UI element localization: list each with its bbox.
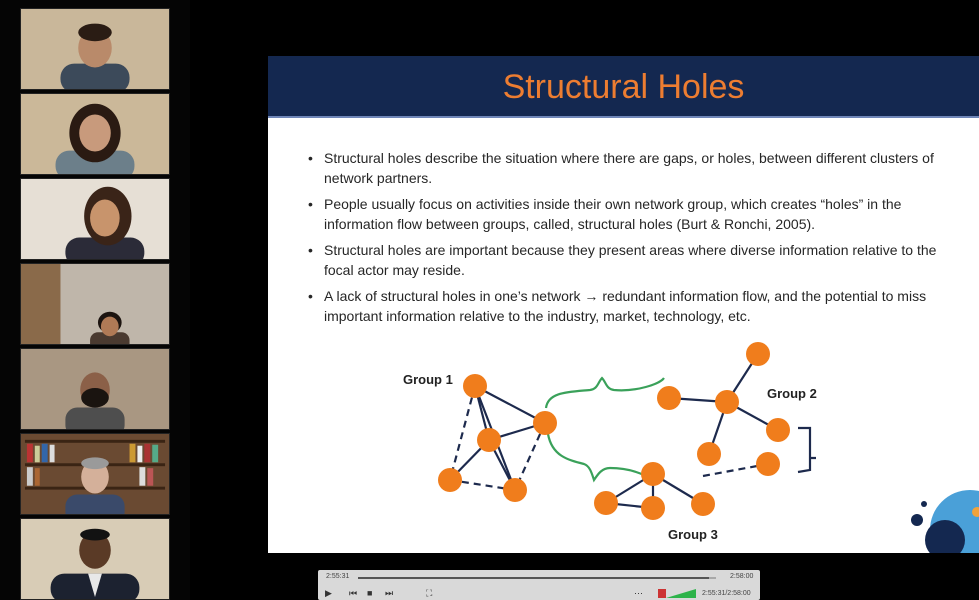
volume-icon — [658, 589, 666, 598]
participant-video-1 — [21, 9, 169, 89]
participant-tile-4[interactable] — [20, 263, 170, 345]
network-diagram: Group 1 Group 2 Group 3 — [403, 342, 979, 553]
node — [594, 491, 618, 515]
decorative-circles — [911, 490, 979, 553]
seek-fill — [358, 577, 709, 579]
node — [477, 428, 501, 452]
stop-button[interactable]: ■ — [367, 588, 373, 598]
node — [533, 411, 557, 435]
participant-video-6 — [21, 434, 169, 514]
node — [438, 468, 462, 492]
slide-title: Structural Holes — [268, 56, 979, 118]
participant-video-3 — [21, 179, 169, 259]
participant-video-4 — [21, 264, 169, 344]
slide-bullet-list: Structural holes describe the situation … — [308, 148, 948, 332]
node — [641, 462, 665, 486]
slide-bullet-1: Structural holes describe the situation … — [308, 148, 948, 188]
participant-tile-5[interactable] — [20, 348, 170, 430]
fullscreen-icon[interactable]: ⛶ — [426, 588, 433, 598]
node — [503, 478, 527, 502]
participant-tile-3[interactable] — [20, 178, 170, 260]
group-2-label: Group 2 — [767, 386, 817, 401]
shared-slide: Structural Holes Structural holes descri… — [268, 56, 979, 553]
group-1-label: Group 1 — [403, 372, 453, 387]
participant-gallery — [0, 0, 190, 600]
node — [766, 418, 790, 442]
dashed-edge — [513, 422, 547, 491]
participant-tile-2[interactable] — [20, 93, 170, 175]
edge — [474, 385, 546, 424]
skip-back-button[interactable]: ⏮ — [349, 588, 358, 598]
participant-video-5 — [21, 349, 169, 429]
participant-tile-6[interactable] — [20, 433, 170, 515]
skip-forward-button[interactable]: ⏭ — [385, 588, 394, 598]
playback-bar: 2:55:31 2:58:00 ▶ ⏮ ■ ⏭ ⛶ ⋯ 2:55:31/2:58… — [318, 570, 760, 600]
node — [657, 386, 681, 410]
node — [641, 496, 665, 520]
time-readout: 2:55:31/2:58:00 — [702, 590, 751, 597]
slide-bullet-4: A lack of structural holes in one’s netw… — [308, 286, 948, 326]
more-options-icon[interactable]: ⋯ — [634, 588, 643, 598]
brace-top — [544, 376, 665, 409]
node — [463, 374, 487, 398]
slide-bullet-3: Structural holes are important because t… — [308, 240, 948, 280]
node — [715, 390, 739, 414]
dashed-edge — [448, 385, 477, 481]
elapsed-time: 2:55:31 — [326, 573, 350, 580]
play-button[interactable]: ▶ — [325, 588, 332, 598]
node — [756, 452, 780, 476]
group-3-label: Group 3 — [668, 527, 718, 542]
total-time: 2:58:00 — [730, 573, 754, 580]
brace-bottom — [546, 433, 647, 483]
participant-video-7 — [21, 519, 169, 599]
node — [691, 492, 715, 516]
participant-video-2 — [21, 94, 169, 174]
node — [746, 342, 770, 366]
node — [697, 442, 721, 466]
slide-bullet-2: People usually focus on activities insid… — [308, 194, 948, 234]
seek-track[interactable] — [358, 577, 716, 579]
participant-tile-1[interactable] — [20, 8, 170, 90]
participant-tile-7[interactable] — [20, 518, 170, 600]
volume-slider[interactable] — [666, 589, 696, 598]
bracket-group-2 — [797, 426, 816, 474]
